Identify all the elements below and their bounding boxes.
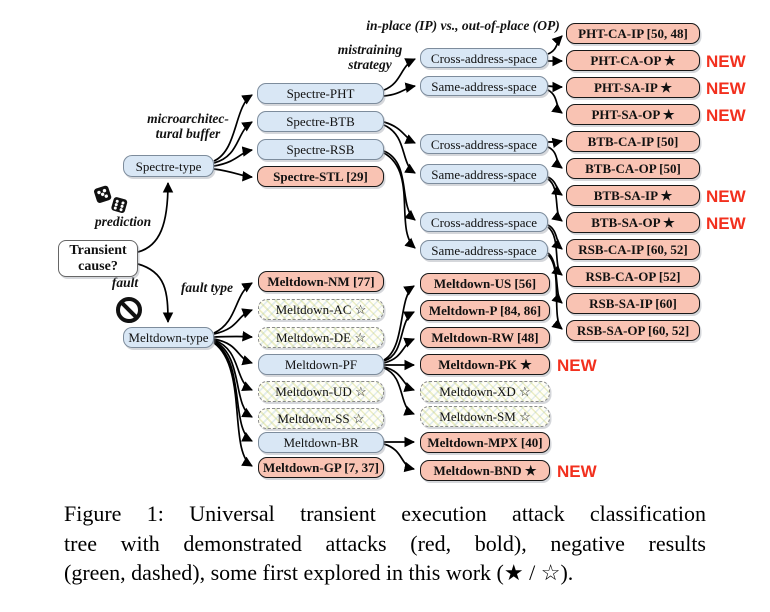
label-line: strategy (348, 56, 392, 72)
new-badge: NEW (706, 52, 746, 71)
label-fault: fault (111, 275, 139, 290)
node-label: cause? (78, 258, 118, 274)
dice-icon (94, 185, 128, 213)
node-transient-cause: Transient cause? (58, 240, 138, 277)
caption-line: tree with demonstrated attacks (red, bol… (64, 530, 706, 556)
new-badge: NEW (557, 462, 597, 481)
new-badge: NEW (557, 356, 597, 375)
label-line: microarchitec- (147, 111, 229, 126)
node-meltdown-xd: Meltdown-XD ☆ (420, 381, 550, 402)
node-rsb-ca-op: RSB-CA-OP [52] (566, 266, 700, 287)
new-badge: NEW (706, 106, 746, 125)
node-meltdown-de: Meltdown-DE ☆ (258, 327, 384, 348)
node-meltdown-type: Meltdown-type (123, 327, 214, 348)
node-pht-ca-op: PHT-CA-OP ★ (566, 50, 700, 71)
node-meltdown-br: Meltdown-BR (258, 432, 384, 453)
new-badge: NEW (706, 214, 746, 233)
node-spectre-type: Spectre-type (123, 155, 214, 177)
node-same-address-space-btb: Same-address-space (420, 164, 548, 184)
new-badge: NEW (706, 79, 746, 98)
node-meltdown-ss: Meltdown-SS ☆ (258, 408, 384, 429)
node-cross-address-space-rsb: Cross-address-space (420, 212, 548, 232)
node-cross-address-space-btb: Cross-address-space (420, 134, 548, 154)
node-same-address-space-rsb: Same-address-space (420, 240, 548, 260)
node-meltdown-rw: Meltdown-RW [48] (420, 327, 550, 348)
node-meltdown-mpx: Meltdown-MPX [40] (420, 432, 550, 453)
node-meltdown-ac: Meltdown-AC ☆ (258, 299, 384, 320)
label-fault-type: fault type (180, 280, 234, 295)
node-btb-ca-ip: BTB-CA-IP [50] (566, 131, 700, 152)
node-rsb-sa-ip: RSB-SA-IP [60] (566, 293, 700, 314)
node-meltdown-nm: Meltdown-NM [77] (258, 271, 384, 292)
label-line: mistraining (337, 42, 403, 57)
caption-line: (green, dashed), some first explored in … (64, 560, 574, 585)
node-meltdown-bnd: Meltdown-BND ★ (420, 460, 550, 481)
node-label: Transient (69, 242, 127, 258)
node-meltdown-gp: Meltdown-GP [7, 37] (258, 457, 384, 478)
node-btb-sa-op: BTB-SA-OP ★ (566, 212, 700, 233)
label-prediction: prediction (94, 214, 152, 229)
node-meltdown-pk: Meltdown-PK ★ (420, 354, 550, 375)
figure-caption: Figure 1: Universal transient execution … (64, 499, 706, 588)
node-spectre-btb: Spectre-BTB (257, 111, 384, 132)
new-badge: NEW (706, 187, 746, 206)
label-line: tural buffer (155, 125, 221, 141)
node-btb-ca-op: BTB-CA-OP [50] (566, 158, 700, 179)
node-meltdown-pf: Meltdown-PF (258, 354, 384, 375)
node-pht-ca-ip: PHT-CA-IP [50, 48] (566, 23, 700, 44)
caption-line: Figure 1: Universal transient execution … (64, 501, 706, 526)
node-same-address-space-pht: Same-address-space (420, 76, 548, 96)
node-meltdown-p: Meltdown-P [84, 86] (420, 300, 550, 321)
node-meltdown-ud: Meltdown-UD ☆ (258, 381, 384, 402)
node-btb-sa-ip: BTB-SA-IP ★ (566, 185, 700, 206)
node-spectre-pht: Spectre-PHT (257, 83, 384, 104)
node-spectre-stl: Spectre-STL [29] (257, 166, 384, 187)
label-inplace-outofplace: in-place (IP) vs., out-of-place (OP) (366, 18, 560, 33)
node-pht-sa-ip: PHT-SA-IP ★ (566, 77, 700, 98)
no-entry-icon (116, 297, 142, 323)
node-meltdown-us: Meltdown-US [56] (420, 273, 550, 294)
node-cross-address-space-pht: Cross-address-space (420, 48, 548, 68)
label-mistraining-strategy: mistraining strategy (330, 42, 410, 72)
node-pht-sa-op: PHT-SA-OP ★ (566, 104, 700, 125)
node-spectre-rsb: Spectre-RSB (257, 139, 384, 160)
label-microarchitectural-buffer: microarchitec- tural buffer (140, 111, 236, 141)
tree-edges (137, 35, 564, 473)
node-rsb-sa-op: RSB-SA-OP [60, 52] (566, 320, 700, 341)
node-meltdown-sm: Meltdown-SM ☆ (420, 406, 550, 427)
node-rsb-ca-ip: RSB-CA-IP [60, 52] (566, 239, 700, 260)
